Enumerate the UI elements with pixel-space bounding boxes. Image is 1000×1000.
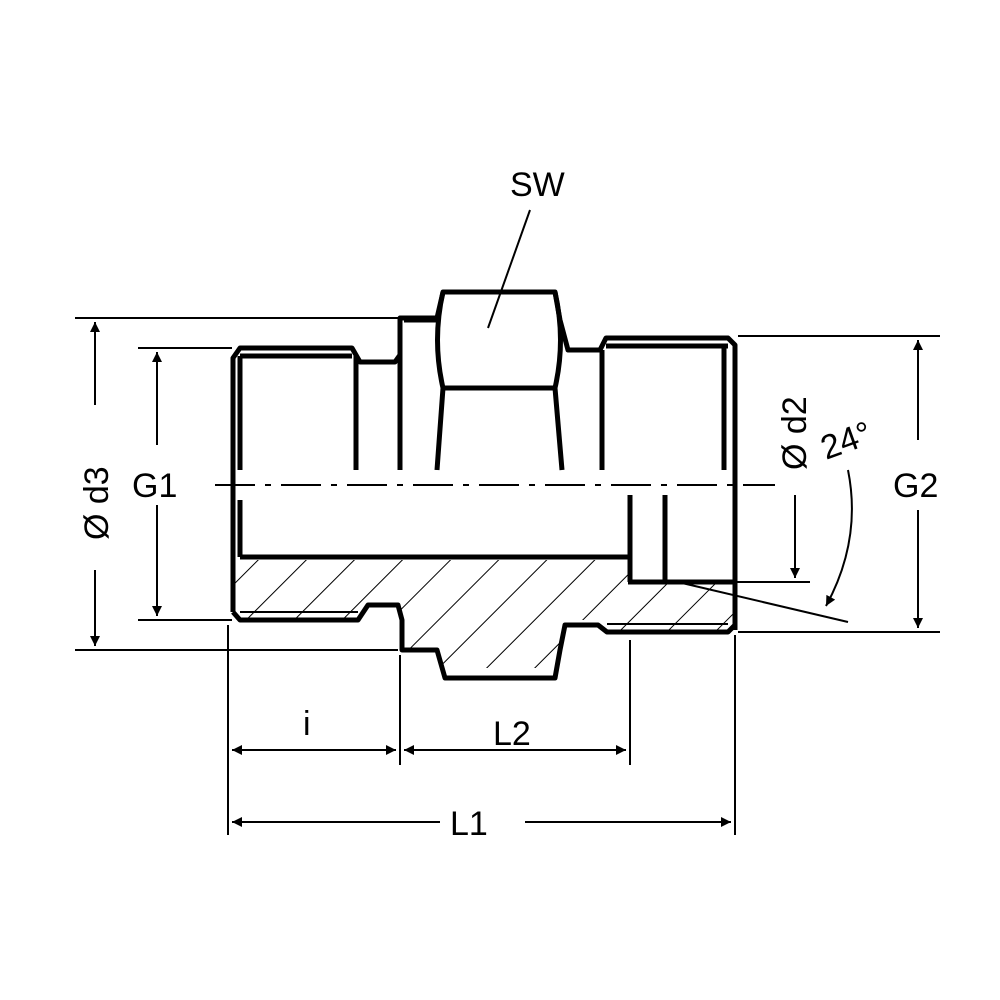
label-l1: L1 — [450, 805, 488, 843]
fitting-outline — [215, 289, 775, 681]
sw-leader-line — [487, 209, 531, 329]
label-d2: Ø d2 — [776, 396, 814, 470]
label-g1: G1 — [132, 467, 177, 505]
label-sw: SW — [510, 166, 565, 204]
label-d3: Ø d3 — [78, 466, 116, 540]
label-i: i — [303, 705, 311, 743]
dimension-lines — [75, 209, 940, 835]
label-l2: L2 — [493, 715, 531, 753]
section-hatch — [233, 560, 733, 668]
label-angle: 24° — [816, 414, 877, 467]
label-g2: G2 — [893, 467, 938, 505]
